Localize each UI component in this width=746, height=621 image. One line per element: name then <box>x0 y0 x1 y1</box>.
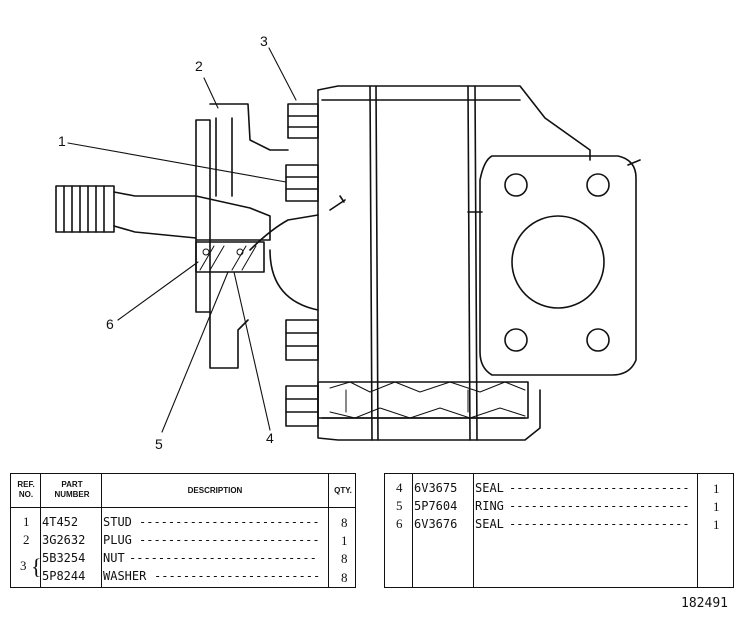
table-row-desc: STUD <box>103 515 132 529</box>
table-row-ref: 6 <box>396 516 403 531</box>
bracket-ref: 3 <box>20 558 27 573</box>
table-row-qty: 8 <box>341 515 348 530</box>
mounting-flange <box>195 103 319 369</box>
table-row-part: 6V3675 <box>414 481 458 495</box>
dot-leader: -------------------------- <box>154 569 319 583</box>
dot-leader: ---------------------------- <box>139 515 319 529</box>
table-row-desc: SEAL <box>475 517 504 531</box>
table-row-ref: 4 <box>396 480 403 495</box>
table-row-qty: 1 <box>713 481 720 496</box>
bracket-brace: { <box>31 554 42 579</box>
header-ref-no: REF. NO. <box>17 480 35 499</box>
dot-leader: ---------------------------- <box>139 533 319 547</box>
seal-section <box>195 241 265 273</box>
table-row-qty: 8 <box>341 551 348 566</box>
table-row-part: 4T452 <box>42 515 79 529</box>
parts-table-left: REF. NO. PART NUMBER DESCRIPTION QTY. 1 … <box>10 473 356 588</box>
dot-leader: ---------------------------- <box>509 499 689 513</box>
dot-leader: ---------------------------- <box>509 481 689 495</box>
pump-body <box>317 85 591 441</box>
input-shaft <box>55 185 271 241</box>
table-row-desc: SEAL <box>475 481 504 495</box>
table-row-part: 5P7604 <box>414 499 458 513</box>
table-row-part: 3G2632 <box>42 533 86 547</box>
callout-3: 3 <box>260 33 268 49</box>
table-row-ref: 2 <box>23 532 30 547</box>
table-row-qty: 1 <box>713 517 720 532</box>
outlet-flange <box>467 155 641 376</box>
table-row-desc: NUT <box>103 551 125 565</box>
table-row-qty: 1 <box>713 499 720 514</box>
table-row-qty: 8 <box>341 570 348 585</box>
callout-6: 6 <box>106 316 114 332</box>
table-row-desc: PLUG <box>103 533 132 547</box>
header-part-number: PART NUMBER <box>54 480 90 499</box>
nut-stack <box>285 103 319 427</box>
callout-4: 4 <box>266 430 274 446</box>
callout-1: 1 <box>58 133 66 149</box>
table-row-ref: 1 <box>23 514 30 529</box>
table-row-desc: RING <box>475 499 504 513</box>
drawing-number: 182491 <box>681 596 728 611</box>
table-row-part: 5P8244 <box>42 569 86 583</box>
dot-leader: ---------------------------- <box>509 517 689 531</box>
table-row-part: 6V3676 <box>414 517 458 531</box>
callout-5: 5 <box>155 436 163 452</box>
table-row-desc: WASHER <box>103 569 147 583</box>
dot-leader: ------------------------------- <box>129 551 319 565</box>
header-qty: QTY. <box>334 486 352 495</box>
table-row-qty: 1 <box>341 533 348 548</box>
parts-table-right: 4 6V3675 SEAL --------------------------… <box>384 473 734 588</box>
stud-section <box>317 381 529 419</box>
leader-lines <box>67 47 297 433</box>
table-row-part: 5B3254 <box>42 551 86 565</box>
callout-2: 2 <box>195 58 203 74</box>
header-description: DESCRIPTION <box>187 486 243 495</box>
table-row-ref: 5 <box>396 498 403 513</box>
pump-assembly-drawing <box>55 47 641 441</box>
